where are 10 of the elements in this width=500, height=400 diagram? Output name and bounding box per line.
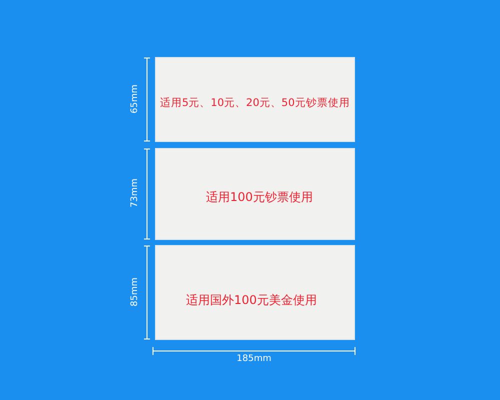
dimension-label: 73mm: [130, 178, 140, 208]
envelope-caption: 适用5元、10元、20元、50元钞票使用: [160, 96, 350, 110]
envelope-caption: 适用100元钞票使用: [206, 189, 313, 206]
envelope: [155, 148, 355, 240]
dimension-label: 185mm: [236, 354, 272, 364]
dimension-label: 85mm: [130, 276, 140, 306]
envelope: [155, 245, 355, 340]
envelope: [155, 57, 355, 142]
envelope-caption: 适用国外100元美金使用: [186, 292, 317, 309]
dimension-label: 65mm: [130, 84, 140, 114]
